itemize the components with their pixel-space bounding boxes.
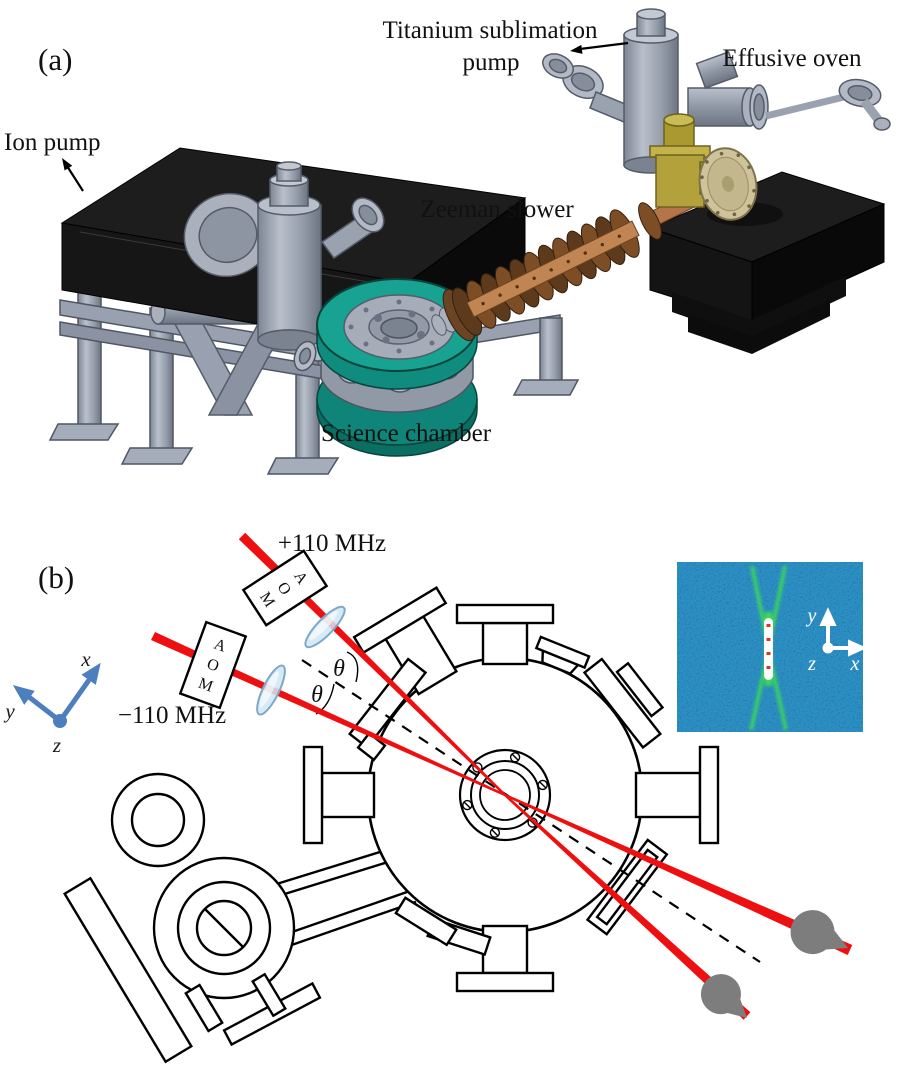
inset-axes bbox=[819, 607, 867, 657]
label-beam-plus: +110 MHz bbox=[278, 530, 386, 557]
beam-plus-out bbox=[504, 794, 751, 1020]
label-beam-minus: −110 MHz bbox=[118, 702, 226, 729]
label-science-chamber: Science chamber bbox=[321, 420, 492, 447]
panel-a: (a) Ion pump Titanium sublimation pump E… bbox=[4, 8, 891, 475]
axis-x-label: x bbox=[80, 647, 91, 671]
panel-a-tag: (a) bbox=[38, 42, 72, 77]
oven-flange-3d bbox=[698, 147, 758, 221]
label-titanium-2: pump bbox=[463, 49, 520, 76]
aom-lower-letter-m: M bbox=[196, 675, 215, 696]
science-chamber-3d bbox=[293, 278, 478, 457]
arrow-ion-pump bbox=[62, 158, 84, 192]
label-theta-upper: θ bbox=[333, 656, 345, 682]
beam-dump-lower bbox=[700, 974, 747, 1018]
tsp-oven-3d bbox=[542, 8, 891, 174]
label-titanium-1: Titanium sublimation bbox=[382, 17, 598, 44]
fluorescence-inset: y x z bbox=[677, 562, 867, 732]
pumping-cross-3d bbox=[183, 161, 385, 351]
theta-arc-upper bbox=[346, 651, 359, 683]
inset-axis-y: y bbox=[806, 605, 817, 627]
axis-z-label: z bbox=[52, 733, 61, 757]
aom-upper: A O M bbox=[241, 549, 329, 627]
lens-lower bbox=[256, 664, 286, 716]
axis-y-label: y bbox=[3, 699, 15, 723]
aom-lower: A O M bbox=[178, 620, 248, 710]
side-pump-lineart bbox=[63, 772, 417, 1064]
beam-dump-right bbox=[790, 910, 848, 955]
aom-lower-letter-o: O bbox=[204, 656, 221, 676]
coordinate-axes: x y z bbox=[3, 647, 101, 757]
label-effusive-oven: Effusive oven bbox=[722, 45, 862, 72]
label-theta-lower: θ bbox=[311, 682, 323, 708]
panel-b: A O M A O M bbox=[3, 530, 867, 1064]
panel-b-tag: (b) bbox=[38, 560, 74, 595]
inset-axis-z: z bbox=[807, 653, 816, 675]
zeeman-slower-3d bbox=[431, 209, 640, 342]
arrow-titanium bbox=[570, 41, 629, 54]
inset-axis-x: x bbox=[850, 653, 860, 675]
label-zeeman-slower: Zeeman slower bbox=[420, 196, 574, 223]
label-ion-pump: Ion pump bbox=[4, 129, 101, 156]
beam-minus-out bbox=[504, 793, 853, 955]
chamber-ports bbox=[302, 586, 720, 993]
chamber-center-viewport bbox=[458, 748, 552, 842]
beam-minus bbox=[151, 632, 506, 797]
lens-upper bbox=[304, 605, 346, 649]
